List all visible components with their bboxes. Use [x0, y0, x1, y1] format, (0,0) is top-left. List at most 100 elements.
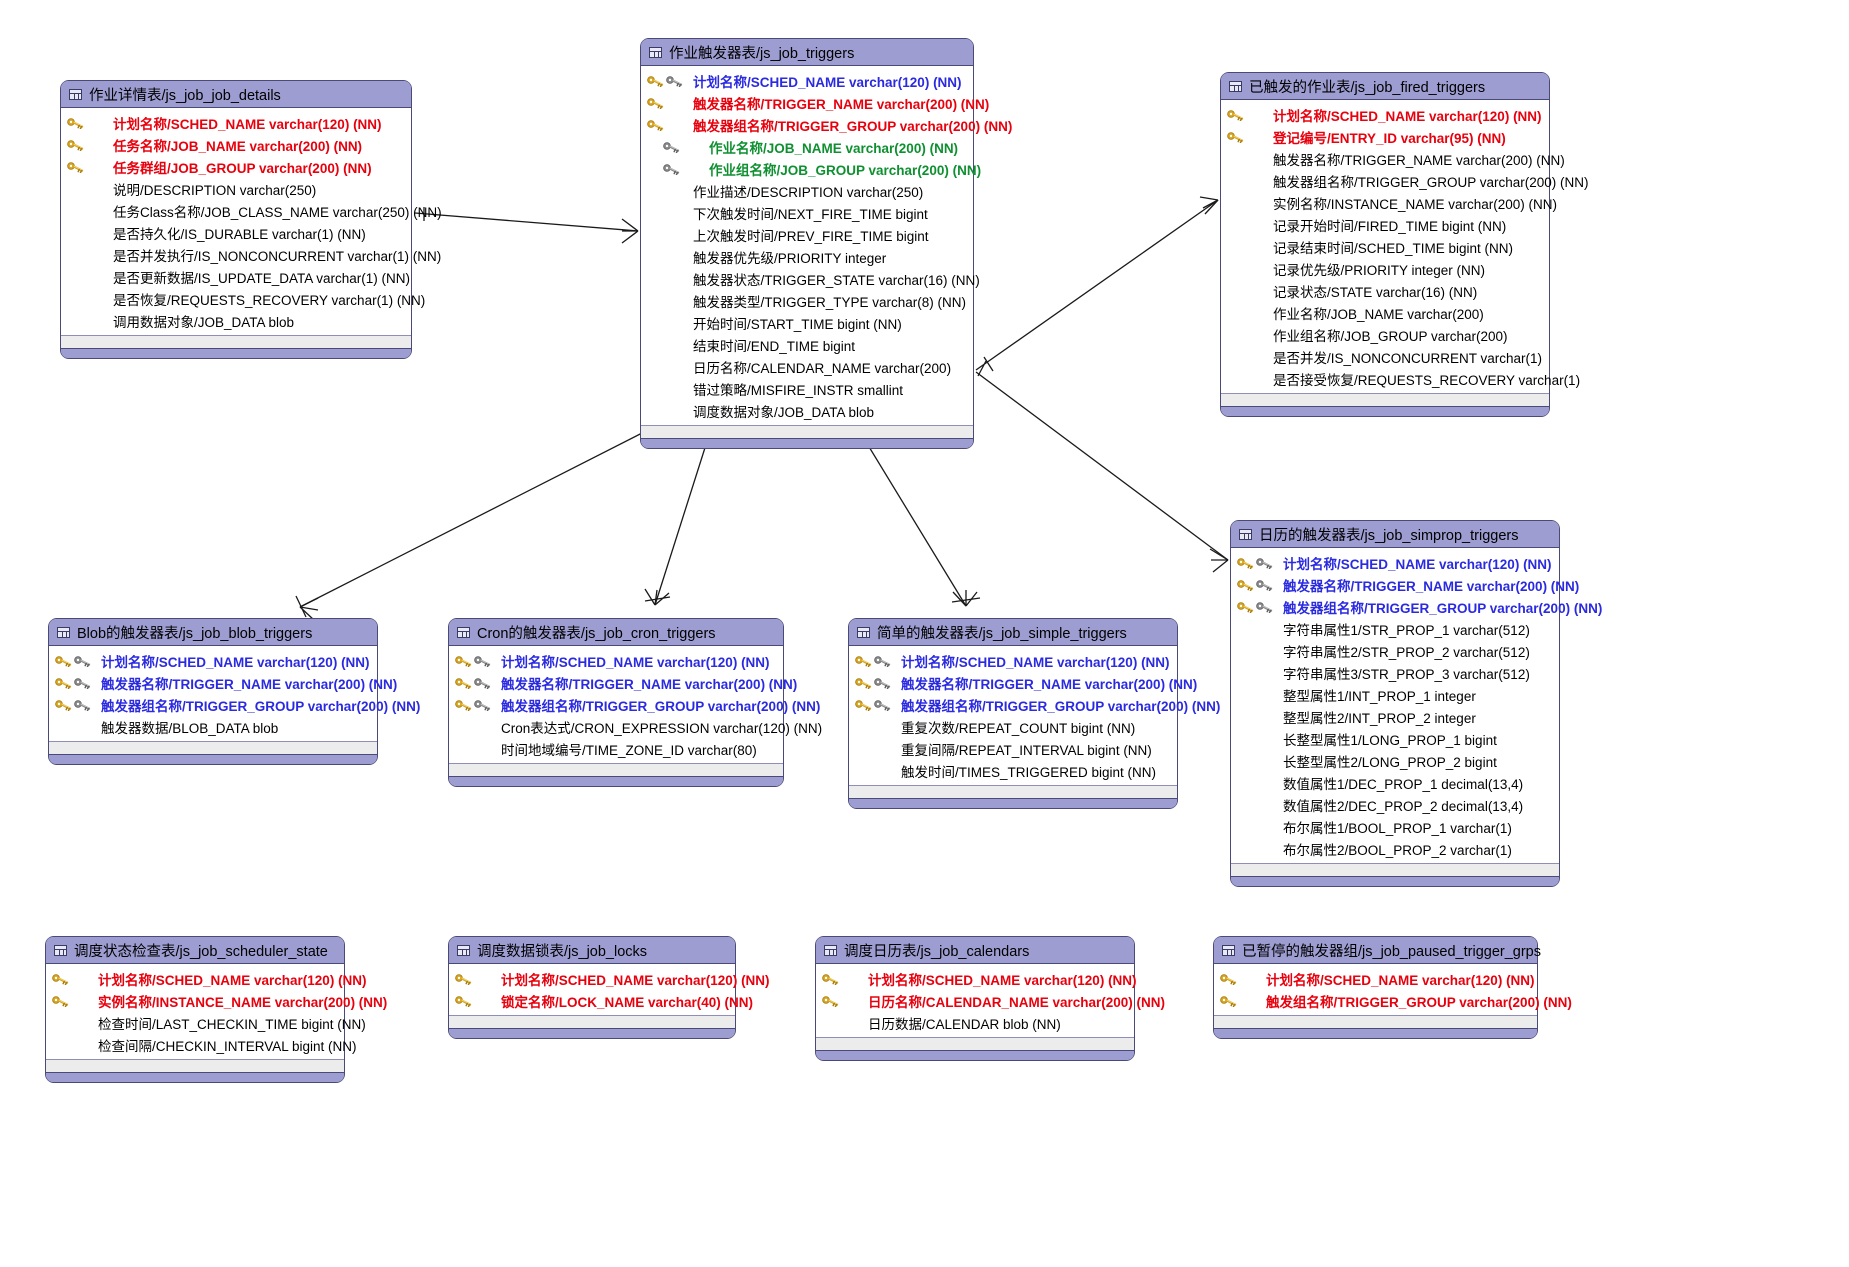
- column-row[interactable]: 检查间隔/CHECKIN_INTERVAL bigint (NN): [46, 1034, 357, 1056]
- column-row[interactable]: 作业组名称/JOB_GROUP varchar(200): [1221, 324, 1549, 346]
- column-row[interactable]: 作业组名称/JOB_GROUP varchar(200) (NN): [641, 158, 981, 180]
- column-row[interactable]: 开始时间/START_TIME bigint (NN): [641, 312, 973, 334]
- column-row[interactable]: 触发器组名称/TRIGGER_GROUP varchar(200) (NN): [49, 694, 420, 716]
- column-row[interactable]: 触发器组名称/TRIGGER_GROUP varchar(200) (NN): [1231, 596, 1602, 618]
- column-row[interactable]: 任务名称/JOB_NAME varchar(200) (NN): [61, 134, 411, 156]
- column-row[interactable]: Cron表达式/CRON_EXPRESSION varchar(120) (NN…: [449, 716, 822, 738]
- er-table-job_calendars[interactable]: 调度日历表/js_job_calendars 计划名称/SCHED_NAME va…: [815, 936, 1165, 1061]
- column-row[interactable]: 是否并发/IS_NONCONCURRENT varchar(1): [1221, 346, 1549, 368]
- table-header-job_simprop_triggers[interactable]: 日历的触发器表/js_job_simprop_triggers: [1231, 521, 1559, 548]
- column-row[interactable]: 锁定名称/LOCK_NAME varchar(40) (NN): [449, 990, 753, 1012]
- column-row[interactable]: 计划名称/SCHED_NAME varchar(120) (NN): [1221, 104, 1549, 126]
- column-row[interactable]: 时间地域编号/TIME_ZONE_ID varchar(80): [449, 738, 783, 760]
- column-row[interactable]: 触发组名称/TRIGGER_GROUP varchar(200) (NN): [1214, 990, 1572, 1012]
- column-row[interactable]: 长整型属性2/LONG_PROP_2 bigint: [1231, 750, 1559, 772]
- column-row[interactable]: 字符串属性3/STR_PROP_3 varchar(512): [1231, 662, 1559, 684]
- column-row[interactable]: 触发器名称/TRIGGER_NAME varchar(200) (NN): [641, 92, 989, 114]
- column-row[interactable]: 计划名称/SCHED_NAME varchar(120) (NN): [1231, 552, 1559, 574]
- column-row[interactable]: 日历名称/CALENDAR_NAME varchar(200) (NN): [816, 990, 1165, 1012]
- er-table-job_simprop_triggers[interactable]: 日历的触发器表/js_job_simprop_triggers 计划名称/SCHE…: [1230, 520, 1602, 887]
- column-row[interactable]: 字符串属性2/STR_PROP_2 varchar(512): [1231, 640, 1559, 662]
- table-header-job_calendars[interactable]: 调度日历表/js_job_calendars: [816, 937, 1134, 964]
- er-table-job_simple_triggers[interactable]: 简单的触发器表/js_job_simple_triggers 计划名称/SCHED…: [848, 618, 1220, 809]
- column-row[interactable]: 布尔属性1/BOOL_PROP_1 varchar(1): [1231, 816, 1559, 838]
- column-row[interactable]: 触发器名称/TRIGGER_NAME varchar(200) (NN): [1231, 574, 1579, 596]
- table-header-job_paused_trigger_grps[interactable]: 已暂停的触发器组/js_job_paused_trigger_grps: [1214, 937, 1541, 964]
- column-row[interactable]: 触发器名称/TRIGGER_NAME varchar(200) (NN): [49, 672, 397, 694]
- column-row[interactable]: 任务Class名称/JOB_CLASS_NAME varchar(250) (N…: [61, 200, 442, 222]
- column-row[interactable]: 触发器组名称/TRIGGER_GROUP varchar(200) (NN): [641, 114, 1012, 136]
- column-row[interactable]: 长整型属性1/LONG_PROP_1 bigint: [1231, 728, 1559, 750]
- column-row[interactable]: 触发器组名称/TRIGGER_GROUP varchar(200) (NN): [449, 694, 820, 716]
- column-row[interactable]: 登记编号/ENTRY_ID varchar(95) (NN): [1221, 126, 1549, 148]
- column-row[interactable]: 重复次数/REPEAT_COUNT bigint (NN): [849, 716, 1177, 738]
- column-row[interactable]: 作业描述/DESCRIPTION varchar(250): [641, 180, 973, 202]
- column-row[interactable]: 数值属性2/DEC_PROP_2 decimal(13,4): [1231, 794, 1559, 816]
- er-table-job_fired_triggers[interactable]: 已触发的作业表/js_job_fired_triggers 计划名称/SCHED_…: [1220, 72, 1589, 417]
- table-header-job_locks[interactable]: 调度数据锁表/js_job_locks: [449, 937, 735, 964]
- column-row[interactable]: 触发器组名称/TRIGGER_GROUP varchar(200) (NN): [1221, 170, 1589, 192]
- column-row[interactable]: 触发器数据/BLOB_DATA blob: [49, 716, 377, 738]
- column-row[interactable]: 触发器状态/TRIGGER_STATE varchar(16) (NN): [641, 268, 980, 290]
- column-row[interactable]: 说明/DESCRIPTION varchar(250): [61, 178, 411, 200]
- column-row[interactable]: 任务群组/JOB_GROUP varchar(200) (NN): [61, 156, 411, 178]
- column-row[interactable]: 调度数据对象/JOB_DATA blob: [641, 400, 973, 422]
- column-row[interactable]: 触发器名称/TRIGGER_NAME varchar(200) (NN): [449, 672, 797, 694]
- column-row[interactable]: 错过策略/MISFIRE_INSTR smallint: [641, 378, 973, 400]
- column-row[interactable]: 计划名称/SCHED_NAME varchar(120) (NN): [816, 968, 1137, 990]
- column-row[interactable]: 计划名称/SCHED_NAME varchar(120) (NN): [641, 70, 973, 92]
- column-row[interactable]: 重复间隔/REPEAT_INTERVAL bigint (NN): [849, 738, 1177, 760]
- er-table-job_scheduler_state[interactable]: 调度状态检查表/js_job_scheduler_state 计划名称/SCHED…: [45, 936, 387, 1083]
- column-row[interactable]: 调用数据对象/JOB_DATA blob: [61, 310, 411, 332]
- column-row[interactable]: 下次触发时间/NEXT_FIRE_TIME bigint: [641, 202, 973, 224]
- column-row[interactable]: 是否持久化/IS_DURABLE varchar(1) (NN): [61, 222, 411, 244]
- table-header-job_scheduler_state[interactable]: 调度状态检查表/js_job_scheduler_state: [46, 937, 344, 964]
- column-row[interactable]: 计划名称/SCHED_NAME varchar(120) (NN): [61, 112, 411, 134]
- er-table-job_locks[interactable]: 调度数据锁表/js_job_locks 计划名称/SCHED_NAME varch…: [448, 936, 770, 1039]
- column-row[interactable]: 记录结束时间/SCHED_TIME bigint (NN): [1221, 236, 1549, 258]
- table-header-job_job_details[interactable]: 作业详情表/js_job_job_details: [61, 81, 411, 108]
- table-header-job_simple_triggers[interactable]: 简单的触发器表/js_job_simple_triggers: [849, 619, 1177, 646]
- column-row[interactable]: 记录状态/STATE varchar(16) (NN): [1221, 280, 1549, 302]
- table-header-job_triggers[interactable]: 作业触发器表/js_job_triggers: [641, 39, 973, 66]
- table-header-job_blob_triggers[interactable]: Blob的触发器表/js_job_blob_triggers: [49, 619, 377, 646]
- column-row[interactable]: 数值属性1/DEC_PROP_1 decimal(13,4): [1231, 772, 1559, 794]
- column-row[interactable]: 计划名称/SCHED_NAME varchar(120) (NN): [49, 650, 377, 672]
- column-row[interactable]: 计划名称/SCHED_NAME varchar(120) (NN): [1214, 968, 1537, 990]
- column-row[interactable]: 触发器类型/TRIGGER_TYPE varchar(8) (NN): [641, 290, 973, 312]
- column-row[interactable]: 结束时间/END_TIME bigint: [641, 334, 973, 356]
- column-row[interactable]: 日历名称/CALENDAR_NAME varchar(200): [641, 356, 973, 378]
- column-row[interactable]: 检查时间/LAST_CHECKIN_TIME bigint (NN): [46, 1012, 366, 1034]
- er-table-job_job_details[interactable]: 作业详情表/js_job_job_details 计划名称/SCHED_NAME …: [60, 80, 442, 359]
- column-row[interactable]: 是否并发执行/IS_NONCONCURRENT varchar(1) (NN): [61, 244, 441, 266]
- column-row[interactable]: 是否更新数据/IS_UPDATE_DATA varchar(1) (NN): [61, 266, 411, 288]
- column-row[interactable]: 作业名称/JOB_NAME varchar(200): [1221, 302, 1549, 324]
- er-table-job_paused_trigger_grps[interactable]: 已暂停的触发器组/js_job_paused_trigger_grps 计划名称/…: [1213, 936, 1572, 1039]
- column-row[interactable]: 整型属性2/INT_PROP_2 integer: [1231, 706, 1559, 728]
- column-row[interactable]: 记录开始时间/FIRED_TIME bigint (NN): [1221, 214, 1549, 236]
- column-row[interactable]: 是否接受恢复/REQUESTS_RECOVERY varchar(1): [1221, 368, 1580, 390]
- column-row[interactable]: 整型属性1/INT_PROP_1 integer: [1231, 684, 1559, 706]
- column-row[interactable]: 是否恢复/REQUESTS_RECOVERY varchar(1) (NN): [61, 288, 425, 310]
- column-row[interactable]: 计划名称/SCHED_NAME varchar(120) (NN): [46, 968, 367, 990]
- column-row[interactable]: 日历数据/CALENDAR blob (NN): [816, 1012, 1134, 1034]
- column-row[interactable]: 计划名称/SCHED_NAME varchar(120) (NN): [449, 650, 783, 672]
- column-row[interactable]: 触发器组名称/TRIGGER_GROUP varchar(200) (NN): [849, 694, 1220, 716]
- column-row[interactable]: 触发时间/TIMES_TRIGGERED bigint (NN): [849, 760, 1177, 782]
- column-row[interactable]: 计划名称/SCHED_NAME varchar(120) (NN): [849, 650, 1177, 672]
- column-row[interactable]: 触发器优先级/PRIORITY integer: [641, 246, 973, 268]
- column-row[interactable]: 字符串属性1/STR_PROP_1 varchar(512): [1231, 618, 1559, 640]
- column-row[interactable]: 布尔属性2/BOOL_PROP_2 varchar(1): [1231, 838, 1559, 860]
- column-row[interactable]: 实例名称/INSTANCE_NAME varchar(200) (NN): [1221, 192, 1557, 214]
- table-header-job_fired_triggers[interactable]: 已触发的作业表/js_job_fired_triggers: [1221, 73, 1549, 100]
- column-row[interactable]: 上次触发时间/PREV_FIRE_TIME bigint: [641, 224, 973, 246]
- column-row[interactable]: 触发器名称/TRIGGER_NAME varchar(200) (NN): [1221, 148, 1565, 170]
- column-row[interactable]: 计划名称/SCHED_NAME varchar(120) (NN): [449, 968, 770, 990]
- column-row[interactable]: 触发器名称/TRIGGER_NAME varchar(200) (NN): [849, 672, 1197, 694]
- column-row[interactable]: 实例名称/INSTANCE_NAME varchar(200) (NN): [46, 990, 387, 1012]
- er-table-job_triggers[interactable]: 作业触发器表/js_job_triggers 计划名称/SCHED_NAME va…: [640, 38, 1012, 449]
- column-row[interactable]: 作业名称/JOB_NAME varchar(200) (NN): [641, 136, 973, 158]
- column-row[interactable]: 记录优先级/PRIORITY integer (NN): [1221, 258, 1549, 280]
- er-table-job_blob_triggers[interactable]: Blob的触发器表/js_job_blob_triggers 计划名称/SCHED…: [48, 618, 420, 765]
